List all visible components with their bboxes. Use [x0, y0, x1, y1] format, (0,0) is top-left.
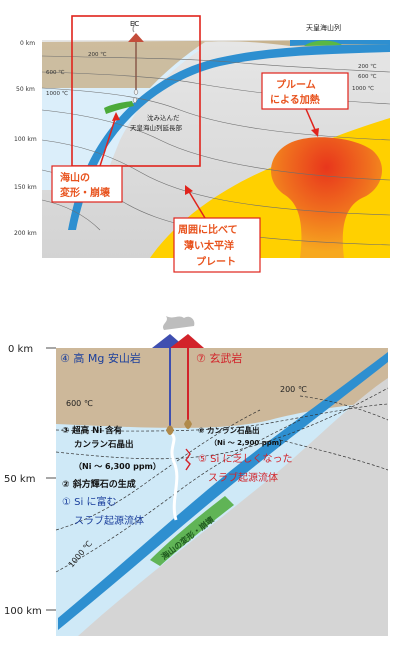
top-iso-200-left: 200 ℃ — [88, 51, 106, 58]
bottom-depth-50: 50 km — [4, 474, 35, 485]
top-plume-arrowhead — [311, 128, 319, 137]
top-volcano — [128, 33, 144, 42]
label-temp-600: 600 ℃ — [66, 399, 93, 408]
top-subducted-label-2: 天皇海山列延長部 — [130, 123, 183, 132]
top-iso-1000-right: 1000 ℃ — [352, 85, 374, 92]
label-3-line3: （Ni ～ 6,300 ppm） — [74, 461, 161, 471]
bottom-smoke — [163, 316, 195, 330]
top-plume — [270, 137, 383, 258]
top-panel: 0 km 50 km 100 km 150 km 200 km 200 ℃ 60… — [14, 15, 391, 273]
label-6-line1: ⑥ カンラン石晶出 — [198, 425, 259, 435]
bottom-crust — [56, 348, 388, 428]
top-depth-100: 100 km — [14, 136, 37, 143]
bottom-seamount-slab — [150, 496, 234, 566]
bottom-magma-left — [166, 425, 174, 435]
top-depth-200: 200 km — [14, 230, 37, 237]
top-depth-axis: 0 km 50 km 100 km 150 km 200 km — [14, 40, 37, 237]
label-1-line1: ① Si に富む — [62, 495, 116, 508]
label-1-line2: スラブ起源流体 — [74, 514, 144, 527]
top-thin-plate-callout — [173, 217, 261, 273]
top-depth-150: 150 km — [14, 184, 37, 191]
top-focus-box — [71, 15, 201, 167]
top-thin-plate-arrowhead — [185, 185, 193, 195]
label-6-line2: （Ni ～ 2,900 ppm） — [210, 439, 286, 447]
top-deformation-callout — [51, 165, 123, 203]
top-ec-label: EC — [130, 20, 139, 28]
bottom-fluid-path-red — [185, 448, 191, 471]
label-7-basalt: ⑦ 玄武岩 — [196, 351, 242, 365]
top-thin-plate-label-1: 周囲に比べて — [178, 223, 238, 236]
top-deformation-arrowhead — [112, 112, 120, 121]
top-depth-50: 50 km — [16, 86, 35, 93]
top-seamount-chain-label: 天皇海山列 — [306, 23, 341, 32]
top-deformation-label-2: 変形・崩壊 — [60, 186, 111, 199]
top-volcano-smoke — [132, 20, 136, 33]
top-deformation-label-1: 海山の — [60, 171, 90, 184]
top-depth-0: 0 km — [20, 40, 35, 47]
label-5-line2: スラブ起源流体 — [208, 471, 278, 484]
top-upper-plate — [42, 42, 205, 88]
top-seamount-chain — [304, 40, 342, 46]
top-iso-1000-left: 1000 ℃ — [46, 90, 68, 97]
top-deformation-arrow — [99, 115, 117, 167]
bottom-depth-0: 0 km — [8, 344, 33, 355]
top-iso-200-right: 200 ℃ — [358, 63, 376, 70]
top-isotherm-labels: 200 ℃ 600 ℃ 1000 ℃ 200 ℃ 600 ℃ 1000 ℃ — [46, 51, 376, 97]
top-subducted-seamount — [104, 101, 134, 114]
bottom-volcano-right — [170, 334, 204, 348]
top-thin-plate-label-2: 薄い太平洋 — [184, 239, 234, 252]
bottom-magma-right — [184, 419, 192, 429]
top-thin-plate-arrow — [187, 189, 206, 219]
top-plume-label-1: プルーム — [276, 78, 316, 91]
top-plume-label-2: による加熱 — [270, 93, 320, 106]
label-3-line2: カンラン石晶出 — [74, 439, 134, 450]
label-4-hmg-andesite: ④ 高 Mg 安山岩 — [60, 351, 141, 365]
bottom-depth-axis: 0 km 50 km 100 km — [4, 344, 42, 617]
top-plume-callout — [261, 72, 349, 110]
bottom-fluid-path — [170, 432, 179, 521]
label-3-line1: ③ 超高 Ni 含有 — [62, 425, 123, 436]
top-plume-arrow — [305, 108, 317, 133]
label-5-line1: ⑤ Si に乏しくなった — [198, 453, 292, 465]
top-iso-600-left: 600 ℃ — [46, 69, 64, 76]
bottom-isotherms — [55, 387, 389, 573]
top-magma-drops — [132, 89, 139, 104]
bottom-panel: 0 km 50 km 100 km ④ 高 Mg 安山岩 ⑦ 玄武岩 200 ℃… — [4, 316, 389, 636]
top-subducted-label-1: 沈み込んだ — [147, 113, 180, 122]
label-temp-200: 200 ℃ — [280, 385, 307, 394]
top-iso-600-right: 600 ℃ — [358, 73, 376, 80]
top-thin-plate-label-3: プレート — [196, 255, 236, 268]
bottom-lower-mantle — [78, 378, 388, 636]
bottom-slab — [58, 352, 388, 630]
bottom-depth-100: 100 km — [4, 606, 42, 617]
label-2-opx: ② 斜方輝石の生成 — [62, 478, 136, 490]
